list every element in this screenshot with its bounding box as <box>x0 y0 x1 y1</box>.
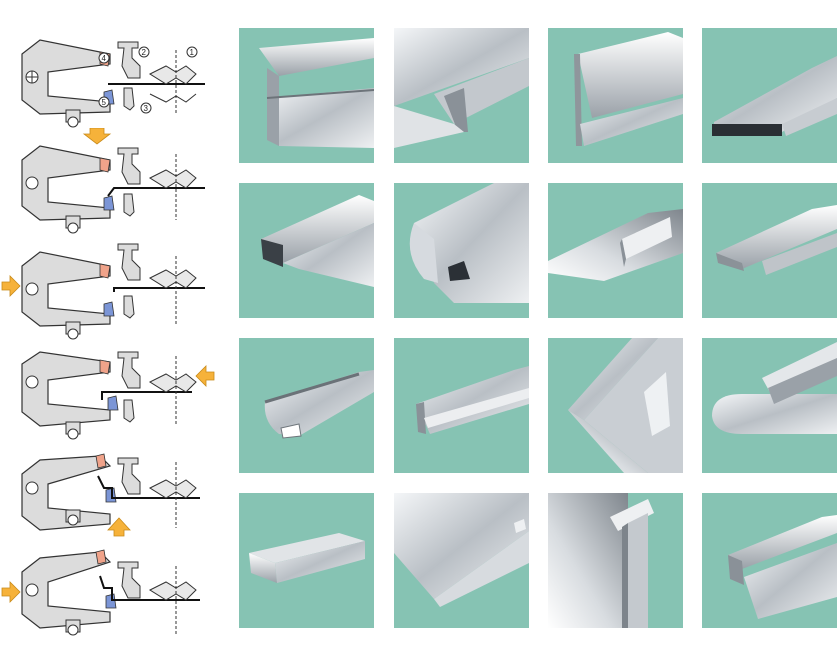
callout-4: 4 <box>102 54 107 63</box>
callout-5: 5 <box>102 98 107 107</box>
profile-photo-4 <box>702 28 837 163</box>
bending-step-4 <box>0 342 225 462</box>
gutter-profile-icon <box>264 370 374 439</box>
profile-photo-16 <box>702 493 837 628</box>
tray-icon <box>249 533 365 583</box>
folding-beam-icon <box>21 39 115 128</box>
profile-photo-11 <box>548 338 683 473</box>
hat-profile-icon <box>261 195 374 287</box>
flat-hem-profile-icon <box>712 56 837 136</box>
double-flange-profile-icon <box>728 515 837 619</box>
counter-holder-icon <box>148 50 197 114</box>
wide-channel-profile-icon <box>409 183 529 303</box>
channel-profile-icon <box>394 28 529 148</box>
bending-step-6 <box>0 544 225 664</box>
profile-photo-8 <box>702 183 837 318</box>
profile-photo-15 <box>548 493 683 628</box>
rail-profile-icon <box>716 205 837 275</box>
arrow-down-icon <box>82 128 112 145</box>
hook-profile-icon <box>574 32 683 146</box>
profile-photo-1 <box>239 28 374 163</box>
callout-3: 3 <box>144 104 149 113</box>
arrow-up-icon <box>107 517 131 537</box>
clamp-tool-icon <box>117 41 141 111</box>
bending-step-3 <box>0 234 225 354</box>
panel-corner-icon <box>548 493 654 628</box>
box-profile-icon <box>416 366 529 434</box>
angle-profile-icon <box>548 209 683 281</box>
rolled-edge-profile-icon <box>712 342 837 434</box>
profile-photo-12 <box>702 338 837 473</box>
profile-photo-14 <box>394 493 529 628</box>
z-profile-icon <box>259 38 374 148</box>
bending-step-1: 4 5 2 3 1 <box>0 22 225 142</box>
profile-photo-3 <box>548 28 683 163</box>
corner-frame-icon <box>568 338 683 473</box>
profile-photo-5 <box>239 183 374 318</box>
profile-photo-grid <box>239 28 838 638</box>
arrow-left-icon <box>195 365 215 387</box>
bending-sequence-diagram: 4 5 2 3 1 <box>0 0 225 664</box>
profile-photo-6 <box>394 183 529 318</box>
callout-2: 2 <box>142 48 147 57</box>
pan-profile-icon <box>394 493 529 607</box>
arrow-right-icon <box>1 581 21 603</box>
bending-step-5 <box>0 446 225 566</box>
arrow-right-icon <box>1 275 21 297</box>
callout-1: 1 <box>190 48 195 57</box>
profile-photo-2 <box>394 28 529 163</box>
profile-photo-10 <box>394 338 529 473</box>
profile-photo-7 <box>548 183 683 318</box>
bending-step-2 <box>0 128 225 248</box>
profile-photo-13 <box>239 493 374 628</box>
profile-photo-9 <box>239 338 374 473</box>
